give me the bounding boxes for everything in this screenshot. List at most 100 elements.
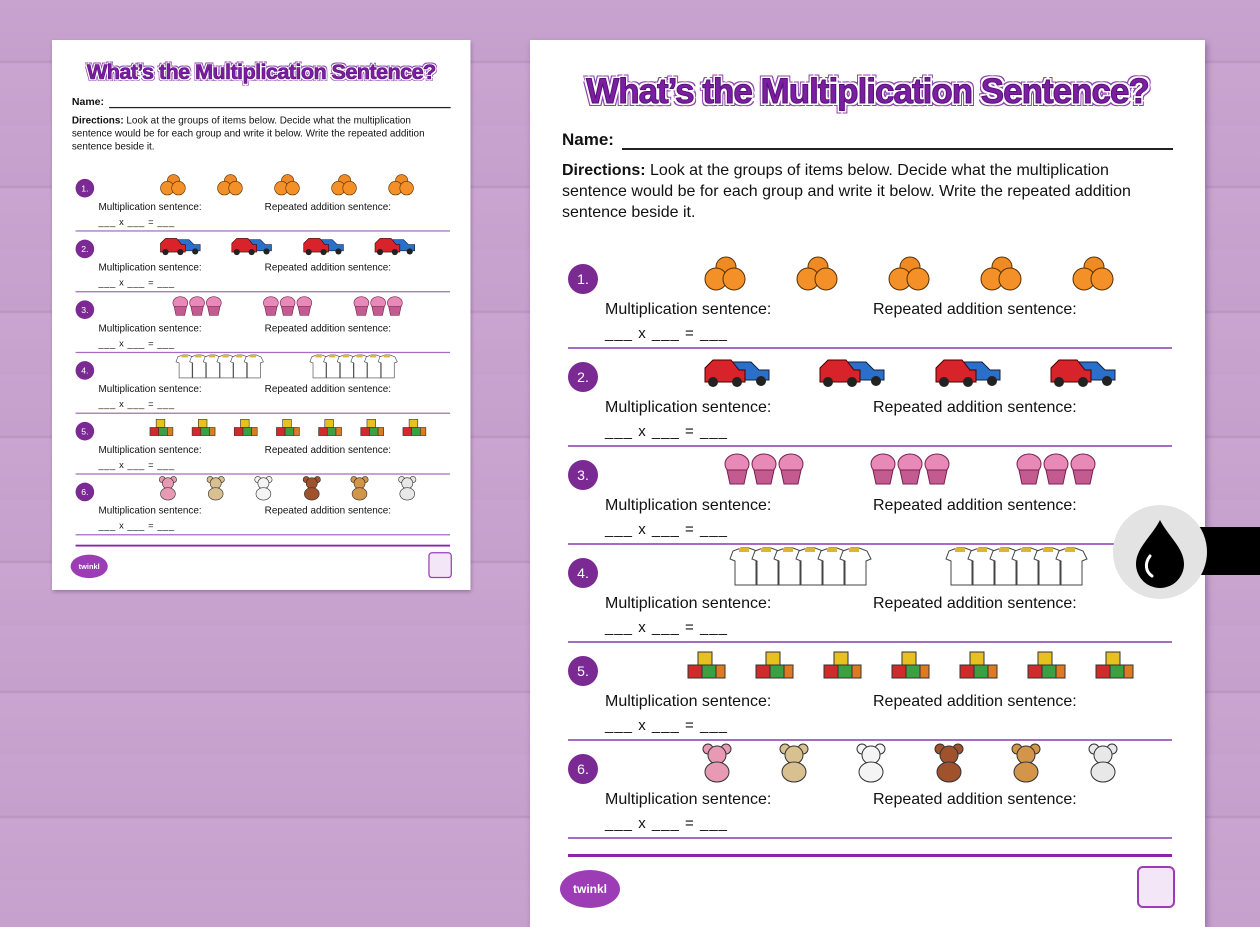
car-group	[816, 354, 888, 393]
problem-row: 1. Multiplication sentence: Repeated add…	[75, 171, 451, 232]
answer-blanks: ___ x ___ = ___	[98, 520, 175, 532]
teddy-bear-group	[205, 475, 227, 504]
answer-blanks: ___ x ___ = ___	[605, 619, 729, 636]
teddy-bear-group	[348, 475, 370, 504]
answer-blanks: ___ x ___ = ___	[98, 459, 175, 471]
cupcake-icon	[724, 452, 804, 491]
worksheet-title: What’s the Multiplication Sentence?	[86, 59, 437, 85]
problem-row: 3. Multiplication sentence: Repeated add…	[75, 292, 451, 354]
teddy-bear-group	[931, 743, 967, 788]
teddy-bear-icon	[300, 475, 322, 504]
block-icon	[360, 418, 385, 440]
answer-blanks: ___ x ___ = ___	[605, 521, 729, 538]
teddy-bear-group	[853, 743, 889, 788]
block-icon	[149, 418, 174, 440]
car-icon	[158, 234, 203, 258]
block-icon	[191, 418, 216, 440]
orange-group	[978, 255, 1026, 296]
cupcake-icon	[1016, 452, 1096, 491]
cupcake-group	[353, 295, 403, 319]
block-icon	[822, 650, 862, 685]
multiplication-label: Multiplication sentence:	[98, 505, 202, 517]
teddy-bear-icon	[253, 475, 275, 504]
block-icon	[1026, 650, 1066, 685]
teddy-bear-icon	[1085, 743, 1121, 788]
cupcake-icon	[263, 295, 313, 319]
directions: Directions: Look at the groups of items …	[562, 160, 1173, 223]
teddy-bear-icon	[205, 475, 227, 504]
cupcake-icon	[172, 295, 222, 319]
footer-divider	[568, 854, 1172, 857]
repeated-addition-label: Repeated addition sentence:	[264, 444, 391, 456]
repeated-addition-label: Repeated addition sentence:	[873, 595, 1077, 612]
name-line	[109, 100, 451, 109]
t-shirt-icon	[729, 547, 875, 592]
repeated-addition-label: Repeated addition sentence:	[873, 301, 1077, 318]
block-group	[233, 418, 258, 440]
multiplication-label: Multiplication sentence:	[98, 384, 202, 395]
problem-number: 5.	[75, 421, 95, 441]
teddy-bear-icon	[157, 475, 179, 504]
car-group	[1047, 354, 1119, 393]
directions-text: Look at the groups of items below. Decid…	[562, 162, 1131, 221]
answer-blanks: ___ x ___ = ___	[605, 325, 729, 342]
repeated-addition-label: Repeated addition sentence:	[873, 791, 1077, 808]
car-group	[701, 354, 773, 393]
t-shirt-icon	[945, 547, 1091, 592]
teddy-bear-icon	[396, 475, 418, 504]
multiplication-label: Multiplication sentence:	[605, 399, 772, 416]
block-icon	[958, 650, 998, 685]
block-group	[149, 418, 174, 440]
problem-number: 2.	[75, 239, 95, 259]
orange-icon	[387, 173, 417, 198]
directions: Directions: Look at the groups of items …	[72, 114, 451, 153]
problem-row: 2. Multiplication sentence: Repeated add…	[568, 349, 1172, 447]
problem-items	[131, 173, 443, 198]
car-group	[372, 234, 417, 258]
t-shirt-group	[175, 354, 266, 382]
cupcake-group	[263, 295, 313, 319]
orange-group	[273, 173, 303, 198]
twinkl-logo: twinkl	[70, 554, 108, 579]
block-group	[1026, 650, 1066, 685]
problem-items	[131, 234, 443, 259]
repeated-addition-label: Repeated addition sentence:	[264, 262, 391, 274]
multiplication-label: Multiplication sentence:	[98, 201, 202, 213]
problem-number: 1.	[75, 178, 95, 198]
orange-icon	[273, 173, 303, 198]
problem-number: 1.	[568, 264, 598, 294]
block-group	[686, 650, 726, 685]
footer-divider	[75, 544, 451, 547]
teddy-bear-group	[1085, 743, 1121, 788]
teddy-bear-group	[157, 475, 179, 504]
cupcake-icon	[870, 452, 950, 491]
car-icon	[701, 354, 773, 393]
problem-row: 6. Multiplication sentence: Repeated add…	[75, 475, 451, 536]
problem-items	[658, 353, 1162, 393]
repeated-addition-label: Repeated addition sentence:	[264, 201, 391, 213]
directions-label: Directions:	[71, 115, 124, 127]
multiplication-label: Multiplication sentence:	[98, 323, 202, 334]
block-group	[822, 650, 862, 685]
twinkl-badge-logo	[428, 552, 452, 579]
block-icon	[754, 650, 794, 685]
orange-icon	[1070, 255, 1118, 296]
block-icon	[686, 650, 726, 685]
repeated-addition-label: Repeated addition sentence:	[873, 399, 1077, 416]
car-group	[932, 354, 1004, 393]
answer-blanks: ___ x ___ = ___	[98, 277, 175, 288]
teddy-bear-group	[253, 475, 275, 504]
answer-blanks: ___ x ___ = ___	[98, 338, 175, 349]
block-icon	[233, 418, 258, 440]
problem-number: 6.	[75, 482, 95, 502]
ink-saving-badge	[1113, 505, 1207, 599]
worksheet-preview-zoomed: What’s the Multiplication Sentence? Name…	[530, 40, 1205, 927]
orange-icon	[702, 255, 750, 296]
orange-group	[886, 255, 934, 296]
t-shirt-group	[729, 547, 875, 592]
orange-icon	[886, 255, 934, 296]
car-group	[301, 234, 346, 258]
block-icon	[890, 650, 930, 685]
orange-group	[216, 173, 246, 198]
orange-group	[702, 255, 750, 296]
